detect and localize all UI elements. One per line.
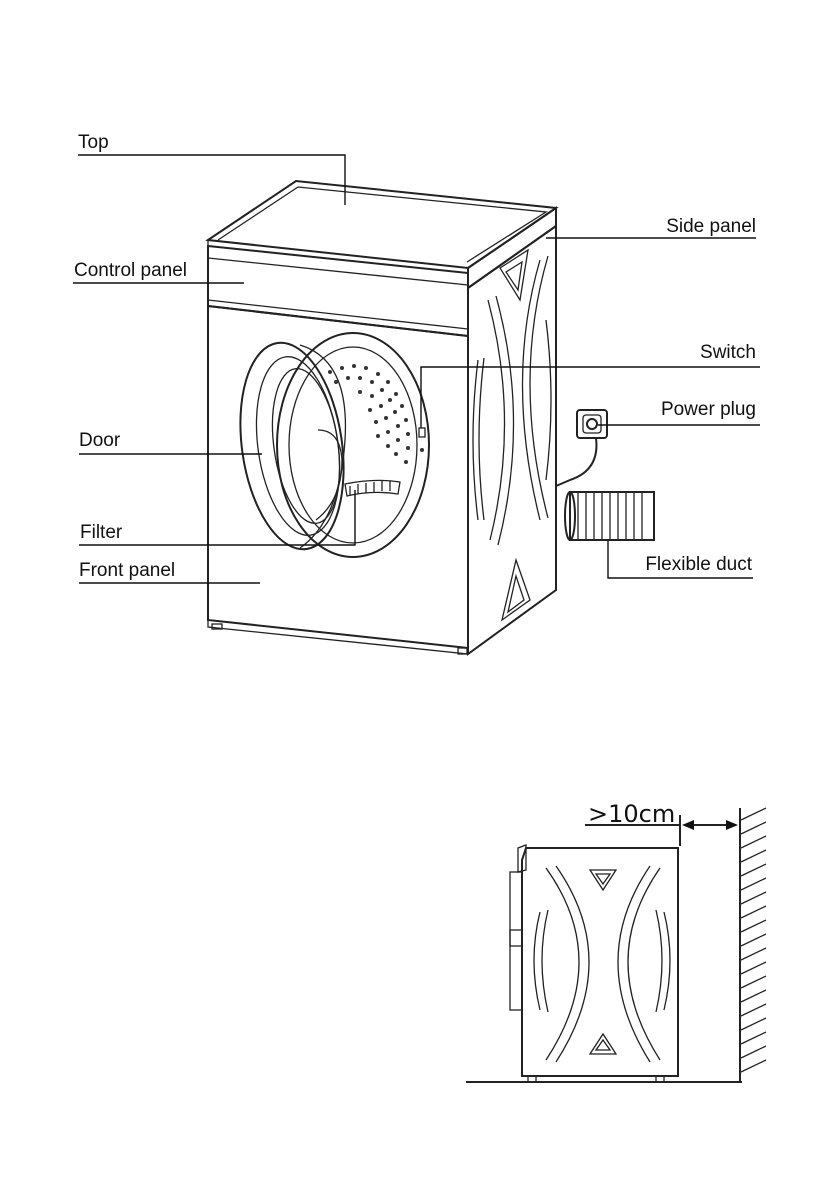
- label-switch: Switch: [700, 342, 756, 363]
- label-filter: Filter: [80, 522, 123, 543]
- dryer-side-outline: [522, 848, 678, 1076]
- label-door: Door: [79, 430, 121, 451]
- flexible-duct: [565, 492, 654, 540]
- leader-top: [78, 155, 345, 205]
- filter-slot: [345, 480, 400, 496]
- dryer-top: [208, 181, 556, 268]
- dryer-control-panel: [208, 246, 468, 336]
- label-top: Top: [78, 132, 109, 153]
- label-side-panel: Side panel: [666, 216, 756, 237]
- clearance-label: >10cm: [588, 800, 675, 828]
- dryer-top-inner-edge: [218, 187, 546, 262]
- clearance-side-view: >10cm: [466, 800, 766, 1082]
- leader-lines: [73, 155, 760, 583]
- door: [228, 336, 356, 556]
- dryer-front-view: [208, 181, 556, 654]
- door-switch: [419, 428, 425, 437]
- power-plug: [556, 410, 607, 486]
- wall-hatching: [741, 808, 766, 1072]
- label-flexible-duct: Flexible duct: [645, 554, 752, 575]
- label-control-panel: Control panel: [74, 260, 187, 281]
- dryer-side-panel: [468, 226, 556, 654]
- label-front-panel: Front panel: [79, 560, 175, 581]
- label-power-plug: Power plug: [661, 399, 756, 420]
